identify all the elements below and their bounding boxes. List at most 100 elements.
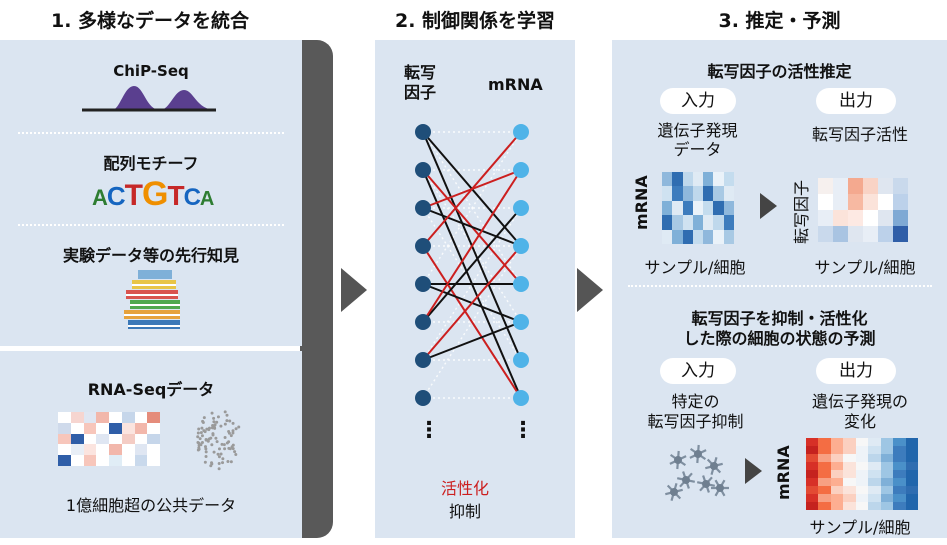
heatmap-cell xyxy=(818,470,831,478)
cell-point xyxy=(223,422,227,426)
heatmap-cell xyxy=(692,200,704,216)
heatmap-cell xyxy=(830,462,844,470)
heatmap-cell xyxy=(830,470,844,478)
output-badge: 出力 xyxy=(816,358,896,384)
heatmap-cell xyxy=(905,478,918,486)
heatmap-cell xyxy=(893,178,908,194)
heatmap-cell xyxy=(893,462,906,470)
heatmap-cell xyxy=(703,200,714,216)
heatmap-cell xyxy=(134,422,148,434)
cell-point xyxy=(210,443,214,447)
cell-process xyxy=(676,471,696,489)
heatmap-cell xyxy=(863,178,878,194)
heatmap-cell xyxy=(692,215,704,230)
activate-edge xyxy=(422,245,522,361)
heatmap-cell xyxy=(723,200,734,216)
heatmap-cell xyxy=(843,438,856,446)
cell-point xyxy=(196,431,200,435)
cell-point xyxy=(213,423,217,427)
cell-point xyxy=(200,426,204,430)
cell-point xyxy=(201,419,205,423)
cell-process xyxy=(696,475,716,493)
rnaseq-caption: 1億細胞超の公共データ xyxy=(65,496,237,515)
heading-integrate: 1. 多様なデータを統合 xyxy=(50,10,250,32)
heatmap-cell xyxy=(855,494,869,502)
heatmap-cell xyxy=(855,454,869,462)
heatmap-cell xyxy=(868,438,881,446)
heatmap-cell xyxy=(672,172,683,187)
heatmap-cell xyxy=(723,186,734,201)
heatmap-cell xyxy=(806,486,819,494)
cell-point xyxy=(222,443,226,447)
tf-node xyxy=(415,238,431,254)
legend-repress: 抑制 xyxy=(448,502,481,521)
mrna-axis-label: mRNA xyxy=(774,445,793,500)
cell-point xyxy=(234,453,238,457)
mrna-node xyxy=(513,390,529,406)
heatmap-cell xyxy=(121,412,135,423)
cell-point xyxy=(227,429,231,433)
heatmap-cell xyxy=(806,494,819,502)
heatmap-cell xyxy=(863,210,878,226)
cell-point xyxy=(233,450,237,454)
input-badge: 入力 xyxy=(660,358,736,384)
cell-point xyxy=(207,437,211,441)
heatmap-cell xyxy=(682,200,693,216)
mrna-node xyxy=(513,200,529,216)
cell-point xyxy=(203,445,207,449)
sample-cell-label: サンプル/細胞 xyxy=(644,258,746,277)
sample-cell-label: サンプル/細胞 xyxy=(809,518,911,537)
cell-point xyxy=(204,450,208,454)
heatmap-cell xyxy=(806,470,819,478)
heatmap-cell xyxy=(806,478,819,486)
heatmap-cell xyxy=(713,186,724,201)
heatmap-cell xyxy=(121,444,135,456)
heatmap-cell xyxy=(905,446,918,454)
heatmap-cell xyxy=(893,494,906,502)
divider xyxy=(18,224,284,226)
cell-body xyxy=(716,484,724,492)
column1-side-bar xyxy=(300,40,333,538)
heatmap-cell xyxy=(70,422,84,434)
expression-change-label: 遺伝子発現の 変化 xyxy=(811,392,908,431)
heatmap-cell xyxy=(818,438,831,446)
cell-point xyxy=(210,426,214,430)
cell-point xyxy=(211,432,215,436)
cell-body xyxy=(670,488,678,496)
cell-point xyxy=(219,424,223,428)
heatmap-cell xyxy=(58,412,71,423)
heatmap-cell xyxy=(893,446,906,454)
specific-tf-repression-label: 特定の 転写因子抑制 xyxy=(647,392,744,431)
background-link xyxy=(422,131,522,285)
cell-point xyxy=(221,457,225,461)
prior-knowledge-label: 実験データ等の先行知見 xyxy=(62,246,239,265)
cell-point xyxy=(234,427,238,431)
heatmap-cell xyxy=(818,178,833,194)
heatmap-cell xyxy=(855,502,869,510)
cell-point xyxy=(203,430,207,434)
tf-axis-label: 転写因子 xyxy=(792,179,811,244)
heatmap-cell xyxy=(818,210,833,226)
heatmap-cell xyxy=(672,215,683,230)
heatmap-cell xyxy=(713,229,724,244)
cell-point xyxy=(217,467,221,471)
cell-body xyxy=(702,480,710,488)
mrna-node xyxy=(513,124,529,140)
heatmap-cell xyxy=(868,470,881,478)
tf-activity-heatmap xyxy=(818,178,908,242)
heatmap-cell xyxy=(703,215,714,230)
heatmap-cell xyxy=(855,486,869,494)
cell-point xyxy=(216,452,220,456)
cell-point xyxy=(231,429,235,433)
heatmap-cell xyxy=(868,454,881,462)
heatmap-cell xyxy=(58,433,71,445)
heatmap-cell xyxy=(863,226,878,242)
heatmap-cell xyxy=(843,502,856,510)
heatmap-cell xyxy=(880,478,894,486)
cell-point xyxy=(206,439,210,443)
heatmap-cell xyxy=(121,433,135,445)
heatmap-cell xyxy=(880,470,894,478)
repress-edge xyxy=(422,321,522,361)
cells-icon xyxy=(665,444,729,502)
heatmap-cell xyxy=(830,478,844,486)
